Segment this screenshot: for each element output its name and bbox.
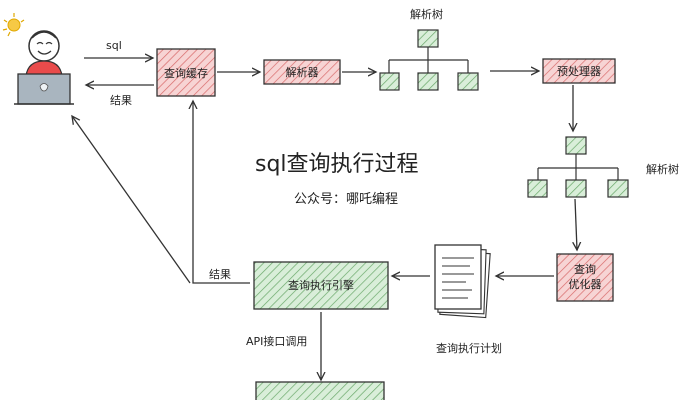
arrow-engine-to-cache xyxy=(193,101,250,284)
query-cache-box: 查询缓存 xyxy=(156,48,216,97)
arrow-tree-to-optimizer xyxy=(575,198,577,250)
arrows xyxy=(72,58,577,380)
api-call-label: API接口调用 xyxy=(246,335,307,348)
parser-label: 解析器 xyxy=(286,65,319,79)
diagram-title: sql查询执行过程 xyxy=(255,152,419,177)
sun-icon xyxy=(2,13,25,37)
document-stack-icon xyxy=(434,244,491,319)
parse-tree-right xyxy=(527,136,629,198)
query-cache-label: 查询缓存 xyxy=(164,66,208,80)
sql-label: sql xyxy=(106,39,122,52)
execution-engine-box: 查询执行引擎 xyxy=(253,261,389,310)
storage-engine-box xyxy=(255,381,385,400)
result-top-label: 结果 xyxy=(110,94,132,107)
preprocessor-label: 预处理器 xyxy=(557,65,601,78)
optimizer-label-line2: 优化器 xyxy=(569,277,602,291)
parser-box: 解析器 xyxy=(263,59,341,85)
parse-tree-top-label: 解析树 xyxy=(410,7,443,21)
arrow-engine-to-user xyxy=(72,116,191,284)
execution-engine-label: 查询执行引擎 xyxy=(288,278,354,292)
preprocessor-box: 预处理器 xyxy=(542,58,616,84)
result-bottom-label: 结果 xyxy=(209,268,231,281)
parse-tree-top xyxy=(379,29,479,91)
execution-plan-label: 查询执行计划 xyxy=(436,341,502,355)
optimizer-label-line1: 查询 xyxy=(574,262,596,276)
optimizer-box: 查询 优化器 xyxy=(556,253,614,302)
diagram-subtitle: 公众号：哪吒编程 xyxy=(294,192,398,207)
user-laptop-icon xyxy=(2,13,74,105)
parse-tree-right-label: 解析树 xyxy=(646,162,679,176)
